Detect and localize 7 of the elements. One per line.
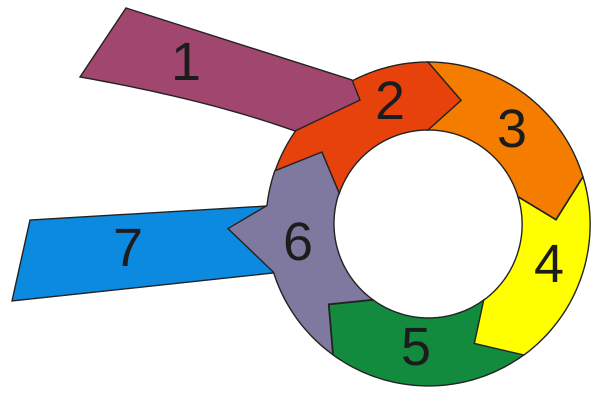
step-number: 6 [282, 214, 314, 269]
step-number: 2 [374, 74, 405, 128]
step-number: 3 [496, 102, 528, 156]
step-number: 5 [400, 320, 431, 374]
step-number: 4 [534, 236, 564, 291]
step-number: 1 [170, 35, 202, 89]
step-number: 7 [112, 221, 144, 275]
